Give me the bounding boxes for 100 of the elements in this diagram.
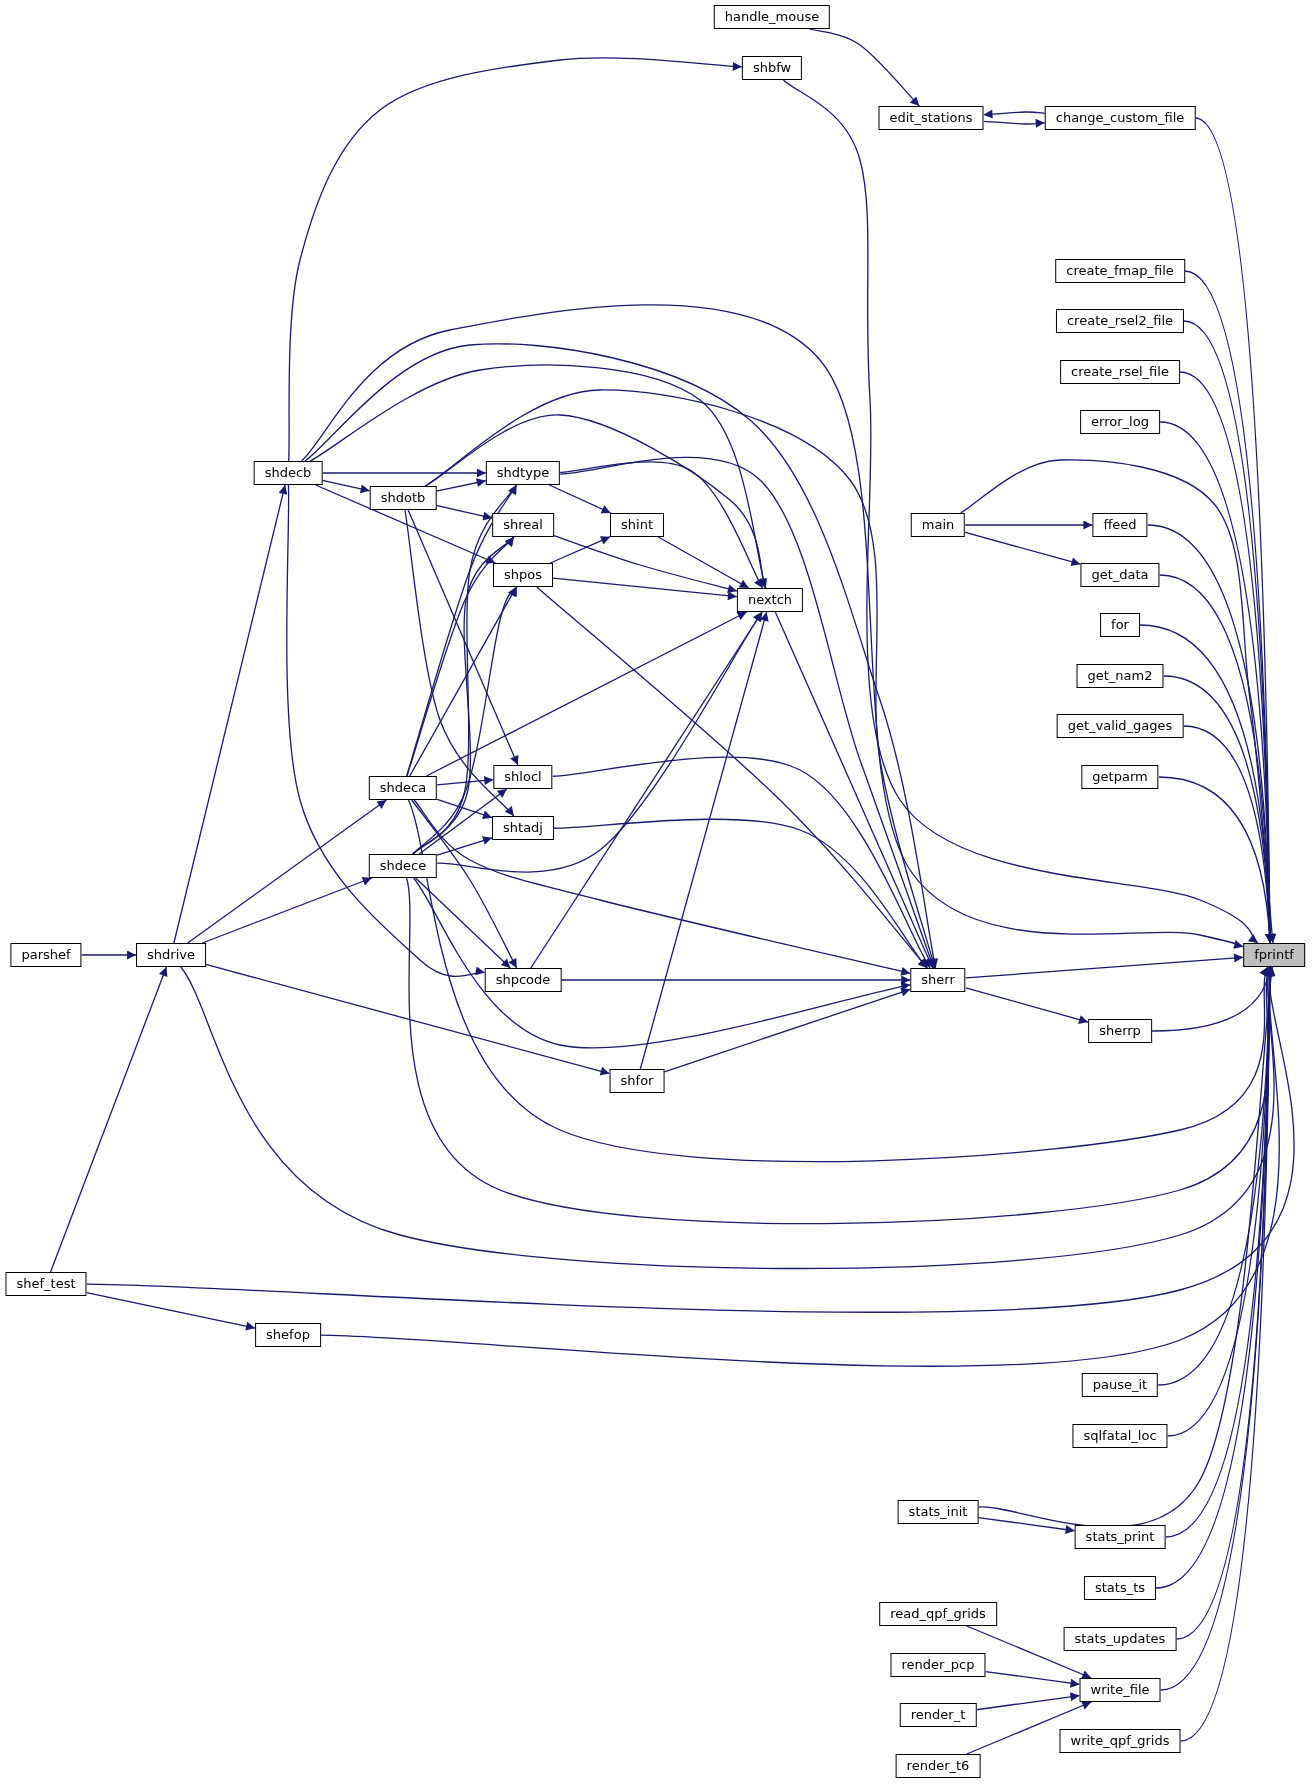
function-box: error_log <box>1080 410 1160 434</box>
call-arrow <box>975 1692 1081 1711</box>
function-box: shefop <box>255 1323 321 1347</box>
function-box: shdrive <box>136 943 206 967</box>
call-arrow <box>553 534 738 594</box>
function-box: shef_test <box>5 1272 87 1296</box>
function-box: create_rsel_file <box>1060 360 1180 384</box>
call-arrow <box>959 459 1277 944</box>
call-arrow <box>560 975 911 985</box>
call-arrow <box>413 799 911 976</box>
call-arrow <box>663 987 911 1073</box>
function-box: shdece <box>368 854 438 878</box>
call-arrow <box>809 28 920 107</box>
function-box: shfor <box>609 1069 665 1093</box>
function-box: shpos <box>493 563 553 587</box>
call-arrow <box>409 586 517 777</box>
function-box: stats_ts <box>1083 1576 1157 1600</box>
function-box: shdtype <box>485 461 561 485</box>
function-box: sherr <box>910 968 966 992</box>
function-box: shdecb <box>253 461 323 485</box>
function-box: get_data <box>1080 563 1160 587</box>
call-arrow <box>201 877 373 944</box>
call-arrow <box>418 788 508 855</box>
call-arrow <box>205 963 611 1076</box>
call-arrow <box>977 966 1276 1528</box>
call-arrow <box>425 414 767 589</box>
call-arrow <box>964 531 1082 567</box>
function-box: stats_updates <box>1063 1627 1177 1651</box>
function-box: for <box>1100 613 1140 637</box>
function-box: ffeed <box>1092 513 1148 537</box>
call-arrow <box>982 119 1046 128</box>
call-arrow <box>411 799 518 969</box>
function-box: main <box>910 513 966 537</box>
call-arrow <box>404 509 515 817</box>
call-arrow <box>173 484 288 944</box>
function-box: parshef <box>10 943 82 967</box>
call-arrow <box>436 798 493 820</box>
function-box: pause_it <box>1081 1373 1159 1397</box>
function-box: handle_mouse <box>713 5 831 29</box>
call-arrow <box>405 877 1272 1225</box>
function-box: get_nam2 <box>1076 664 1164 688</box>
call-arrow <box>982 109 1046 119</box>
call-arrow <box>548 484 612 514</box>
call-arrow <box>536 586 929 969</box>
function-box: create_fmap_file <box>1055 259 1185 283</box>
function-box: render_t <box>899 1703 977 1727</box>
function-box: shdotb <box>369 486 437 510</box>
call-arrow <box>85 1291 256 1331</box>
call-arrow <box>966 1701 1092 1755</box>
call-arrow <box>415 877 511 969</box>
call-arrow <box>300 304 1244 949</box>
call-arrow <box>286 484 486 977</box>
call-arrow <box>530 611 763 969</box>
call-arrow <box>552 577 738 601</box>
call-arrow <box>549 536 611 564</box>
call-arrow <box>436 611 763 873</box>
call-arrow <box>657 536 750 589</box>
function-box: shlocl <box>493 765 553 789</box>
function-box: getparm <box>1081 765 1159 789</box>
call-arrow <box>639 611 769 1070</box>
call-arrow <box>187 799 387 944</box>
call-arrow <box>966 1625 1092 1679</box>
function-box: write_file <box>1079 1678 1161 1702</box>
function-box: change_custom_file <box>1044 106 1196 130</box>
function-box: fprintf <box>1243 943 1305 967</box>
function-box: nextch <box>736 588 804 612</box>
call-arrow <box>553 818 928 969</box>
call-arrow <box>320 966 1280 1367</box>
call-arrow <box>412 536 515 855</box>
call-arrow <box>315 484 496 564</box>
function-box: render_t6 <box>895 1754 981 1778</box>
call-arrow <box>965 987 1089 1024</box>
function-box: shpcode <box>484 968 562 992</box>
function-box: shbfw <box>741 56 803 80</box>
call-arrow <box>435 478 487 492</box>
call-arrow <box>436 836 493 856</box>
call-arrow <box>80 950 137 960</box>
function-box: shdeca <box>368 776 438 800</box>
call-arrow <box>412 586 518 855</box>
call-arrow <box>559 461 764 589</box>
function-box: render_pcp <box>890 1653 986 1677</box>
call-arrow <box>321 468 487 478</box>
function-box: shreal <box>492 513 554 537</box>
call-arrow <box>782 79 1259 944</box>
call-arrow <box>424 389 937 969</box>
call-arrow <box>321 479 371 494</box>
call-arrow <box>774 611 934 969</box>
call-arrow <box>49 966 168 1273</box>
call-arrow <box>309 364 768 589</box>
function-box: stats_print <box>1074 1525 1166 1549</box>
function-box: sqlfatal_loc <box>1072 1424 1168 1448</box>
function-box: shint <box>610 513 664 537</box>
function-box: write_qpf_grids <box>1059 1729 1181 1753</box>
function-box: sherrp <box>1088 1019 1152 1043</box>
call-arrow <box>964 520 1094 530</box>
call-arrow <box>304 343 939 969</box>
call-arrow <box>425 611 748 777</box>
call-arrow <box>288 57 743 462</box>
call-arrow <box>559 456 935 969</box>
call-arrow <box>965 953 1244 979</box>
